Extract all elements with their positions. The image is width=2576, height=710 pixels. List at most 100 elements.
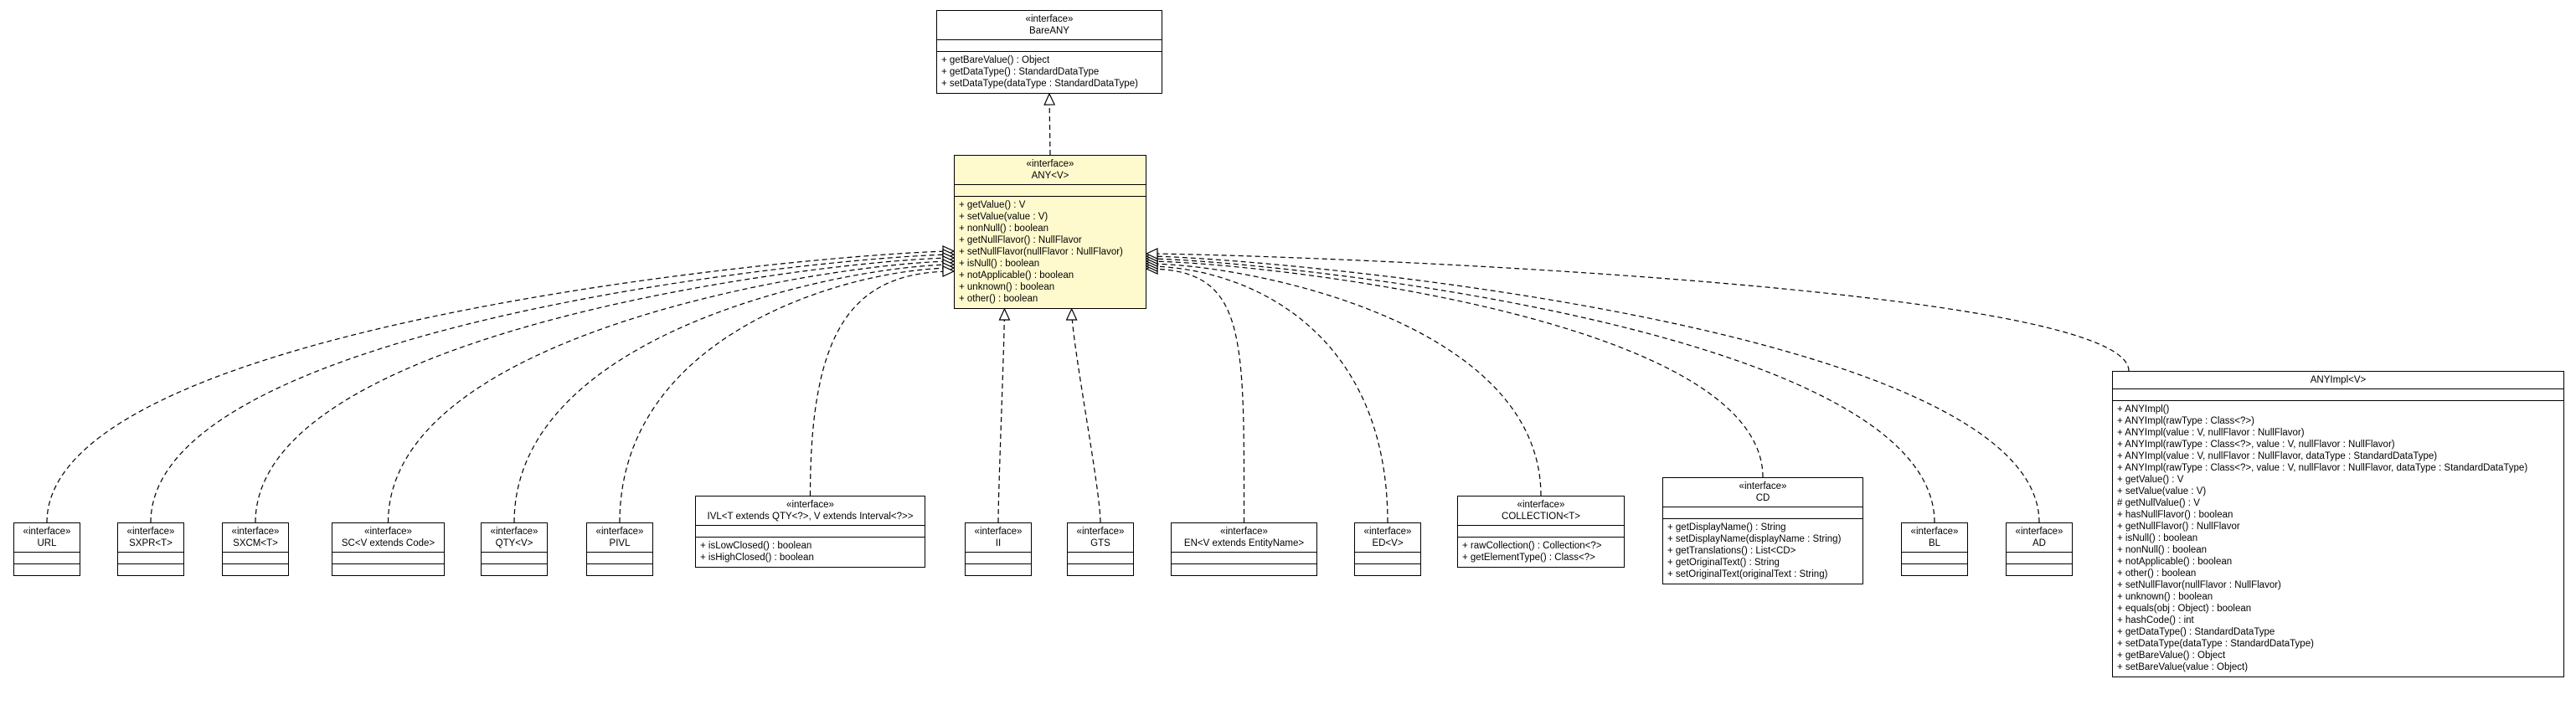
operation: + setNullFlavor(nullFlavor : NullFlavor) (959, 247, 1123, 257)
operation: + setNullFlavor(nullFlavor : NullFlavor) (2117, 580, 2281, 590)
realization-line-ad (1146, 255, 2040, 523)
realization-line-anyimpl (1146, 253, 2130, 372)
attributes-compartment (966, 552, 1031, 563)
class-header: «interface»BareANY (937, 11, 1162, 39)
class-header: «interface» CD (1663, 478, 1862, 507)
class-header: «interface»SC<V extends Code> (332, 523, 444, 552)
operations-compartment: + rawCollection() : Collection<?> + getEl… (1458, 537, 1624, 567)
attributes-compartment (937, 39, 1162, 51)
operation: + getValue() : V (2117, 475, 2184, 485)
class-name: EN<V extends EntityName> (1183, 538, 1305, 548)
class-header: «interface»II (966, 523, 1031, 552)
operation: + unknown() : boolean (2117, 592, 2213, 602)
class-stereotype: «interface» (2015, 527, 2063, 537)
operation: + getBareValue() : Object (941, 55, 1050, 65)
operation: + notApplicable() : boolean (2117, 557, 2233, 567)
class-box-bl: «interface»BL (1901, 522, 1968, 576)
class-name: CD (1755, 493, 1770, 503)
operation: + other() : boolean (959, 294, 1038, 304)
class-name: BL (1928, 538, 1941, 548)
class-name: IVL<T extends QTY<?>, V extends Interval… (707, 512, 914, 522)
class-stereotype: «interface» (974, 527, 1023, 537)
operations-compartment (482, 563, 547, 575)
class-stereotype: «interface» (490, 527, 538, 537)
class-stereotype: «interface» (1739, 481, 1787, 491)
realization-line-gts (1071, 308, 1101, 523)
class-name: ANY<V> (1031, 171, 1069, 181)
class-stereotype: «interface» (364, 527, 412, 537)
operation: + isHighClosed() : boolean (700, 553, 814, 563)
realization-line-url (46, 250, 955, 523)
class-box-collection: «interface» COLLECTION<T> + rawCollection(… (1457, 496, 1625, 568)
class-stereotype: «interface» (1076, 527, 1125, 537)
operation: + rawCollection() : Collection<?> (1462, 541, 1602, 551)
realization-line-en (1146, 268, 1245, 523)
class-name: SXCM<T> (233, 538, 278, 548)
realization-line-ivl (809, 270, 955, 496)
operations-compartment: + isLowClosed() : boolean + isHighClosed(… (696, 537, 925, 567)
attributes-compartment (1355, 552, 1420, 563)
operation: + setDataType(dataType : StandardDataTyp… (941, 79, 1138, 89)
realization-arrowhead-ivl (942, 265, 956, 277)
class-box-ii: «interface»II (965, 522, 1032, 576)
class-stereotype: «interface» (1910, 527, 1959, 537)
class-box-ed: «interface»ED<V> (1354, 522, 1421, 576)
operation: + isNull() : boolean (2117, 533, 2198, 543)
attributes-compartment (14, 552, 80, 563)
class-stereotype: «interface» (1220, 527, 1268, 537)
operation: + other() : boolean (2117, 569, 2197, 579)
attributes-compartment (1458, 525, 1624, 537)
operations-compartment (1355, 563, 1420, 575)
operation: + getBareValue() : Object (2117, 651, 2226, 661)
realization-line-pivl (619, 267, 955, 523)
class-stereotype: «interface» (786, 500, 834, 510)
attributes-compartment (955, 184, 1146, 196)
attributes-compartment (696, 525, 925, 537)
class-stereotype: «interface» (1517, 500, 1565, 510)
attributes-compartment (118, 552, 183, 563)
operation: + ANYImpl(rawType : Class<?>, value : V,… (2117, 463, 2528, 473)
operations-compartment (1902, 563, 1967, 575)
class-stereotype: «interface» (231, 527, 280, 537)
realization-arrowhead-anyimpl (1145, 248, 1158, 260)
operations-compartment (587, 563, 652, 575)
operation: + getElementType() : Class<?> (1462, 553, 1595, 563)
realization-line-sxcm (255, 257, 955, 523)
class-box-gts: «interface»GTS (1067, 522, 1134, 576)
class-header: «interface»SXCM<T> (223, 523, 288, 552)
class-name: GTS (1090, 538, 1110, 548)
class-header: «interface» IVL<T extends QTY<?>, V exten… (696, 496, 925, 525)
class-box-sxpr: «interface»SXPR<T> (117, 522, 184, 576)
operation: + ANYImpl(value : V, nullFlavor : NullFl… (2117, 428, 2305, 438)
operation: # getNullValue() : V (2117, 498, 2200, 508)
class-name: COLLECTION<T> (1502, 512, 1580, 522)
class-stereotype: «interface» (1363, 527, 1412, 537)
attributes-compartment (1902, 552, 1967, 563)
operations-compartment (223, 563, 288, 575)
class-header: «interface»SXPR<T> (118, 523, 183, 552)
class-name: ED<V> (1372, 538, 1404, 548)
class-box-pivl: «interface»PIVL (586, 522, 653, 576)
attributes-compartment (2007, 552, 2072, 563)
class-stereotype: «interface» (23, 527, 71, 537)
realization-line-cd (1146, 260, 1764, 478)
realization-arrowhead-any (1043, 92, 1056, 105)
class-box-sxcm: «interface»SXCM<T> (222, 522, 289, 576)
operations-compartment (118, 563, 183, 575)
class-box-ad: «interface»AD (2006, 522, 2073, 576)
operation: + isLowClosed() : boolean (700, 541, 812, 551)
operation: + setOriginalText(originalText : String) (1667, 569, 1828, 579)
attributes-compartment (587, 552, 652, 563)
realization-line-ii (997, 308, 1006, 523)
operation: + nonNull() : boolean (2117, 545, 2208, 555)
realization-line-collection (1146, 263, 1542, 496)
operations-compartment: + getDisplayName() : String+ setDisplayN… (1663, 518, 1862, 584)
class-name: SXPR<T> (129, 538, 173, 548)
class-box-sc: «interface»SC<V extends Code> (332, 522, 445, 576)
operation: + getNullFlavor() : NullFlavor (959, 235, 1082, 245)
class-stereotype: «interface» (1026, 159, 1074, 169)
class-box-qty: «interface»QTY<V> (481, 522, 548, 576)
operation: + getDisplayName() : String (1667, 522, 1786, 532)
class-name: BareANY (1029, 26, 1069, 36)
